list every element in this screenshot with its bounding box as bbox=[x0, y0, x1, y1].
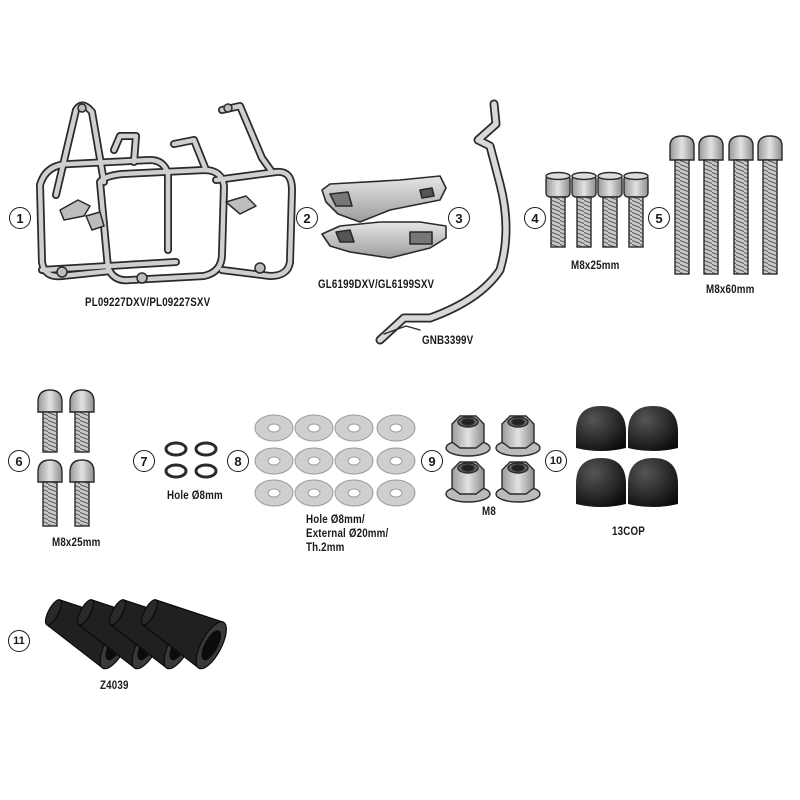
callout-1: 1 bbox=[9, 207, 31, 229]
washer-hole bbox=[347, 456, 361, 466]
callout-5: 5 bbox=[648, 207, 670, 229]
washer-hole bbox=[389, 488, 403, 498]
part-code-2: GL6199DXV/GL6199SXV bbox=[318, 279, 435, 291]
bolts-m8x25-socket-drawing bbox=[545, 171, 649, 248]
callout-6: 6 bbox=[8, 450, 30, 472]
flange-nuts-drawing bbox=[445, 415, 541, 503]
part-code-1: PL09227DXV/PL09227SXV bbox=[85, 297, 211, 309]
part-code-8-line-2: External Ø20mm/ bbox=[306, 528, 389, 540]
flat-washers-drawing bbox=[254, 414, 416, 507]
washer-hole bbox=[389, 423, 403, 433]
part-code-8-line-1: Hole Ø8mm/ bbox=[306, 514, 365, 526]
part-code-8-line-3: Th.2mm bbox=[306, 542, 345, 554]
callout-9: 9 bbox=[421, 450, 443, 472]
handguard-drawing bbox=[321, 175, 447, 259]
spring-washers-drawing bbox=[164, 441, 218, 479]
bolts-m8x25-button-drawing bbox=[37, 389, 95, 527]
part-code-8: Hole Ø8mm/ External Ø20mm/ Th.2mm bbox=[306, 513, 388, 555]
part-code-4: M8x25mm bbox=[571, 260, 620, 272]
callout-3: 3 bbox=[448, 207, 470, 229]
washer-hole bbox=[307, 423, 321, 433]
callout-8: 8 bbox=[227, 450, 249, 472]
part-code-6: M8x25mm bbox=[52, 537, 101, 549]
callout-7: 7 bbox=[133, 450, 155, 472]
callout-4: 4 bbox=[524, 207, 546, 229]
part-code-9: M8 bbox=[482, 506, 496, 518]
washer-hole bbox=[307, 488, 321, 498]
bar-drawing bbox=[375, 99, 511, 345]
washer-hole bbox=[267, 423, 281, 433]
washer-hole bbox=[389, 456, 403, 466]
callout-10: 10 bbox=[545, 450, 567, 472]
pannier-frame-drawing bbox=[36, 101, 296, 285]
bolts-m8x60-drawing bbox=[669, 135, 783, 275]
callout-2: 2 bbox=[296, 207, 318, 229]
callout-11: 11 bbox=[8, 630, 30, 652]
part-code-10: 13COP bbox=[612, 526, 645, 538]
part-code-7: Hole Ø8mm bbox=[167, 490, 223, 502]
washer-hole bbox=[267, 488, 281, 498]
washer-hole bbox=[347, 423, 361, 433]
washer-hole bbox=[347, 488, 361, 498]
part-code-5: M8x60mm bbox=[706, 284, 755, 296]
caps-drawing bbox=[576, 406, 678, 507]
part-code-3: GNB3399V bbox=[422, 335, 474, 347]
part-code-11: Z4039 bbox=[100, 680, 129, 692]
washer-hole bbox=[307, 456, 321, 466]
spacers-drawing bbox=[44, 599, 227, 670]
washer-hole bbox=[267, 456, 281, 466]
